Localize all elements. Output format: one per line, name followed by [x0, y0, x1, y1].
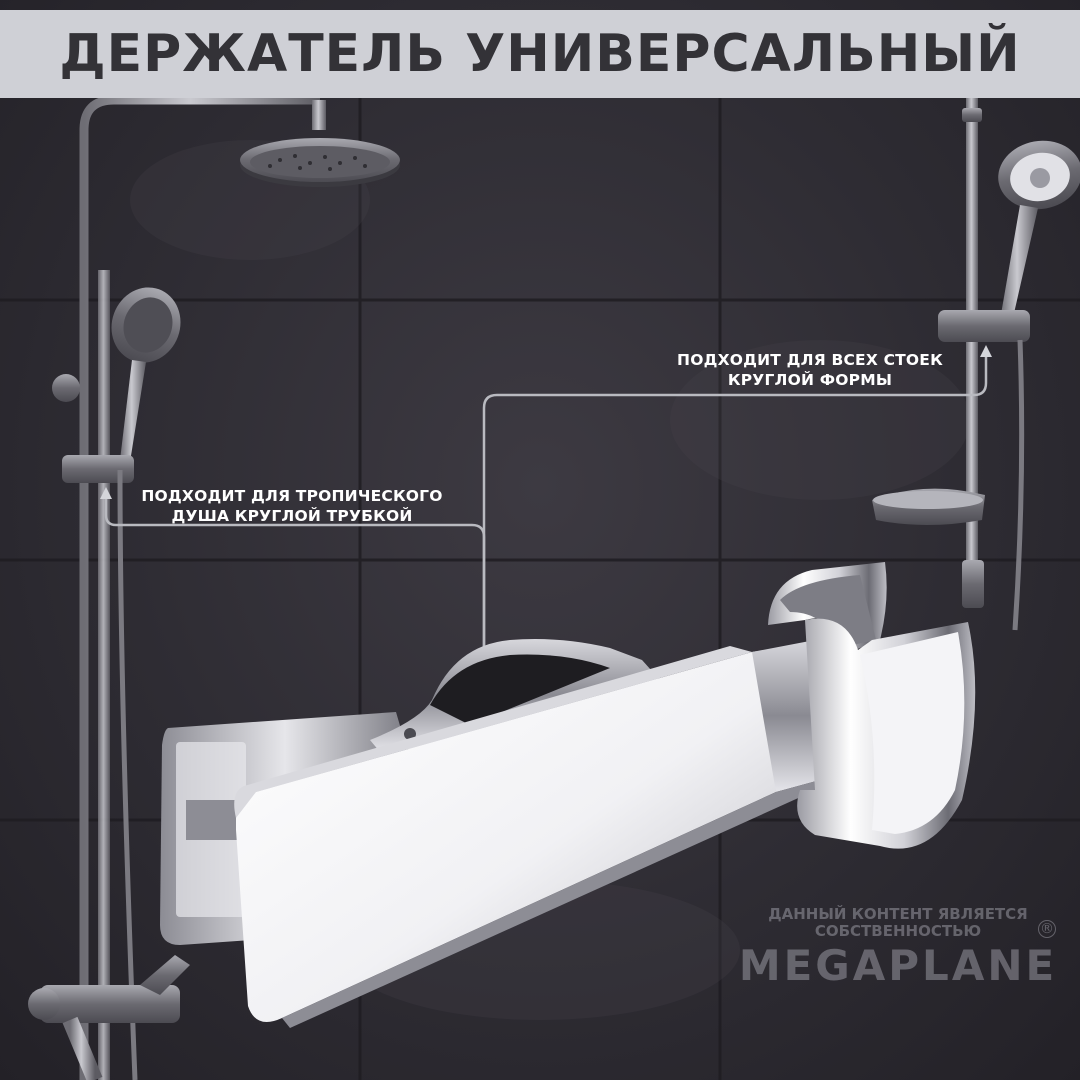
callout-tropical-shower-line1: ПОДХОДИТ ДЛЯ ТРОПИЧЕСКОГО — [141, 487, 443, 505]
registered-mark-icon: ® — [1038, 920, 1056, 938]
callout-tropical-shower-line2: ДУША КРУГЛОЙ ТРУБКОЙ — [171, 507, 413, 525]
brand-watermark: ДАННЫЙ КОНТЕНТ ЯВЛЯЕТСЯ СОБСТВЕННОСТЬЮ M… — [738, 906, 1058, 990]
hand-shower-icon — [52, 270, 181, 1080]
callout-tropical-shower: ПОДХОДИТ ДЛЯ ТРОПИЧЕСКОГО ДУША КРУГЛОЙ Т… — [122, 486, 462, 526]
page-title: ДЕРЖАТЕЛЬ УНИВЕРСАЛЬНЫЙ — [59, 24, 1021, 84]
mixer-faucet-icon — [28, 955, 190, 1080]
watermark-brand: MEGAPLANE — [738, 941, 1058, 990]
rain-shower-head-icon — [79, 95, 400, 1080]
callout-round-rails: ПОДХОДИТ ДЛЯ ВСЕХ СТОЕК КРУГЛОЙ ФОРМЫ — [660, 350, 960, 390]
holder-body — [234, 640, 820, 1028]
soap-dish-icon — [872, 488, 985, 525]
watermark-line1: ДАННЫЙ КОНТЕНТ ЯВЛЯЕТСЯ — [768, 905, 1028, 923]
right-hand-shower-icon — [938, 140, 1080, 631]
watermark-line2: СОБСТВЕННОСТЬЮ — [814, 922, 982, 940]
callout-round-rails-line2: КРУГЛОЙ ФОРМЫ — [727, 371, 893, 389]
callout-round-rails-line1: ПОДХОДИТ ДЛЯ ВСЕХ СТОЕК — [677, 351, 943, 369]
holder-cup — [768, 562, 976, 849]
holder-clamp-jaw — [370, 639, 660, 752]
title-banner: ДЕРЖАТЕЛЬ УНИВЕРСАЛЬНЫЙ — [0, 10, 1080, 98]
